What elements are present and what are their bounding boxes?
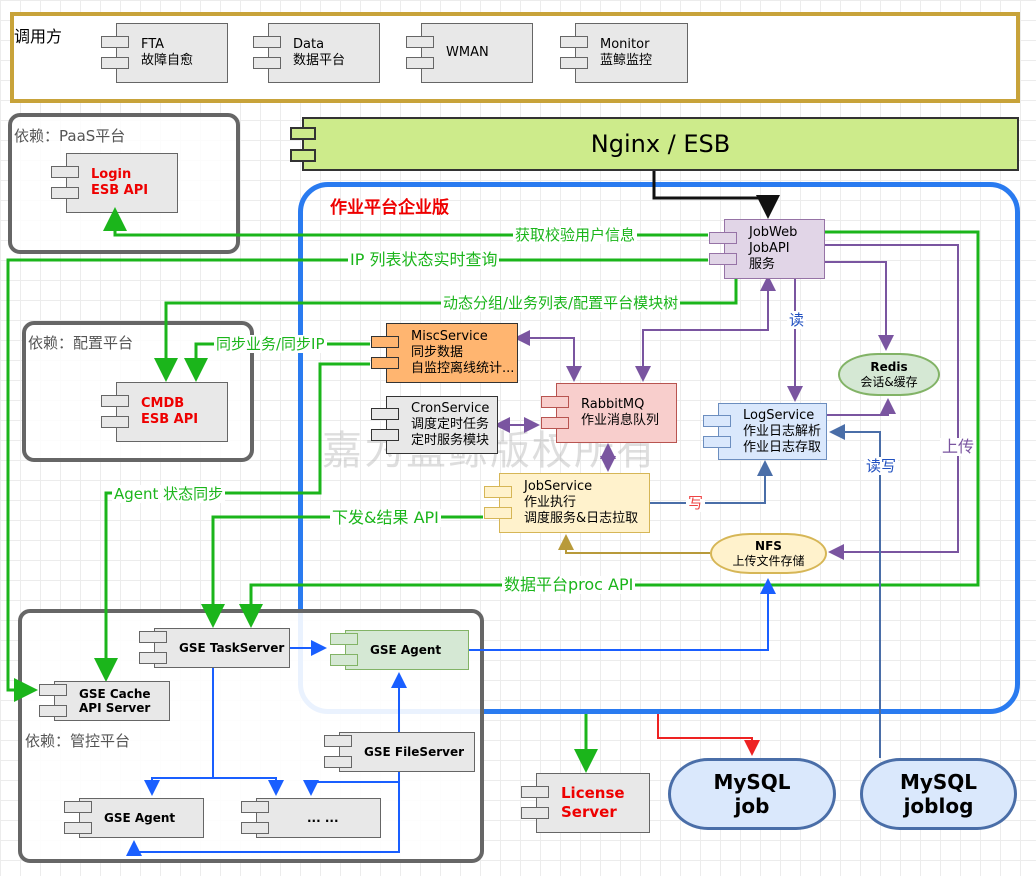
- label: 故障自愈: [141, 53, 194, 68]
- caller-wman[interactable]: WMAN: [406, 23, 533, 83]
- paas-title: 依赖：PaaS平台: [14, 127, 126, 145]
- label: 作业日志解析: [743, 423, 822, 439]
- gse-title: 依赖：管控平台: [25, 732, 131, 750]
- label: 数据平台: [293, 53, 346, 68]
- label: MiscService: [411, 329, 488, 344]
- gse-agent-bottom[interactable]: GSE Agent: [64, 798, 204, 838]
- label: WMAN: [446, 45, 489, 60]
- label: GSE Cache: [79, 687, 151, 701]
- label: JobWeb: [749, 225, 798, 240]
- label: 调度服务&日志拉取: [524, 511, 639, 526]
- label: joblog: [903, 794, 974, 818]
- label: 作业日志存取: [743, 439, 822, 455]
- edge-user-info: [103, 207, 708, 237]
- label: ... ...: [307, 811, 339, 825]
- label: 服务: [749, 257, 776, 272]
- label: LogService: [743, 407, 815, 423]
- label: job: [734, 794, 770, 818]
- edge-proc-api: [239, 230, 980, 628]
- label: JobAPI: [749, 241, 790, 256]
- label: GSE FileServer: [364, 745, 465, 759]
- gse-agent-top[interactable]: GSE Agent: [330, 630, 469, 670]
- label-read-write: 读写: [864, 457, 899, 475]
- label-ip-status: IP 列表状态实时查询: [348, 250, 500, 269]
- label-dispatch: 下发&结果 API: [330, 508, 441, 527]
- label-agent-sync: Agent 状态同步: [112, 485, 226, 503]
- gse-fileserver[interactable]: GSE FileServer: [324, 732, 475, 772]
- label: GSE Agent: [104, 811, 176, 825]
- cmdb-title: 依赖：配置平台: [28, 334, 134, 352]
- label-read: 读: [787, 311, 807, 329]
- label: 调度定时任务: [411, 417, 490, 432]
- job-platform-group: [298, 182, 1020, 714]
- gse-more[interactable]: ... ...: [241, 798, 381, 838]
- caller-group-title: 调用方: [14, 27, 63, 46]
- label: CMDB: [141, 396, 185, 411]
- label: 定时服务模块: [411, 433, 490, 448]
- label: Login: [91, 167, 132, 182]
- label: 作业执行: [524, 495, 577, 510]
- label: Monitor: [600, 37, 650, 52]
- label: 蓝鲸监控: [600, 53, 653, 68]
- label: API Server: [79, 701, 151, 715]
- label: ESB API: [91, 183, 149, 198]
- label: 自监控离线统计...: [411, 361, 515, 376]
- label-write: 写: [686, 494, 706, 512]
- label: 同步数据: [411, 345, 464, 360]
- label: 作业消息队列: [581, 413, 660, 428]
- label-dynamic-group: 动态分组/业务列表/配置平台模块树: [441, 294, 681, 312]
- label: GSE TaskServer: [179, 641, 285, 655]
- label: RabbitMQ: [581, 397, 645, 412]
- label-sync: 同步业务/同步IP: [214, 335, 327, 353]
- label-user-info: 获取校验用户信息: [513, 226, 638, 244]
- label: MySQL: [899, 770, 978, 794]
- job-platform-title: 作业平台企业版: [330, 198, 449, 218]
- label: Redis: [870, 359, 908, 374]
- label: 会话&缓存: [860, 374, 918, 389]
- label: 上传文件存储: [732, 553, 805, 568]
- label: JobService: [524, 479, 593, 494]
- label: MySQL: [713, 770, 791, 794]
- label: CronService: [411, 401, 490, 416]
- label: ESB API: [141, 412, 199, 427]
- edge-dispatch: [201, 515, 483, 628]
- gse-taskserver[interactable]: GSE TaskServer: [139, 628, 290, 668]
- label: FTA: [141, 37, 165, 52]
- edge-agent-sync: [94, 362, 370, 682]
- label-upload: 上传: [940, 437, 977, 456]
- label: Server: [561, 803, 617, 821]
- label: Data: [293, 37, 325, 52]
- label-proc-api: 数据平台proc API: [502, 575, 636, 594]
- label: License: [561, 784, 625, 802]
- label: GSE Agent: [370, 643, 442, 657]
- nginx-esb[interactable]: Nginx / ESB: [290, 117, 1019, 171]
- label: NFS: [755, 538, 782, 553]
